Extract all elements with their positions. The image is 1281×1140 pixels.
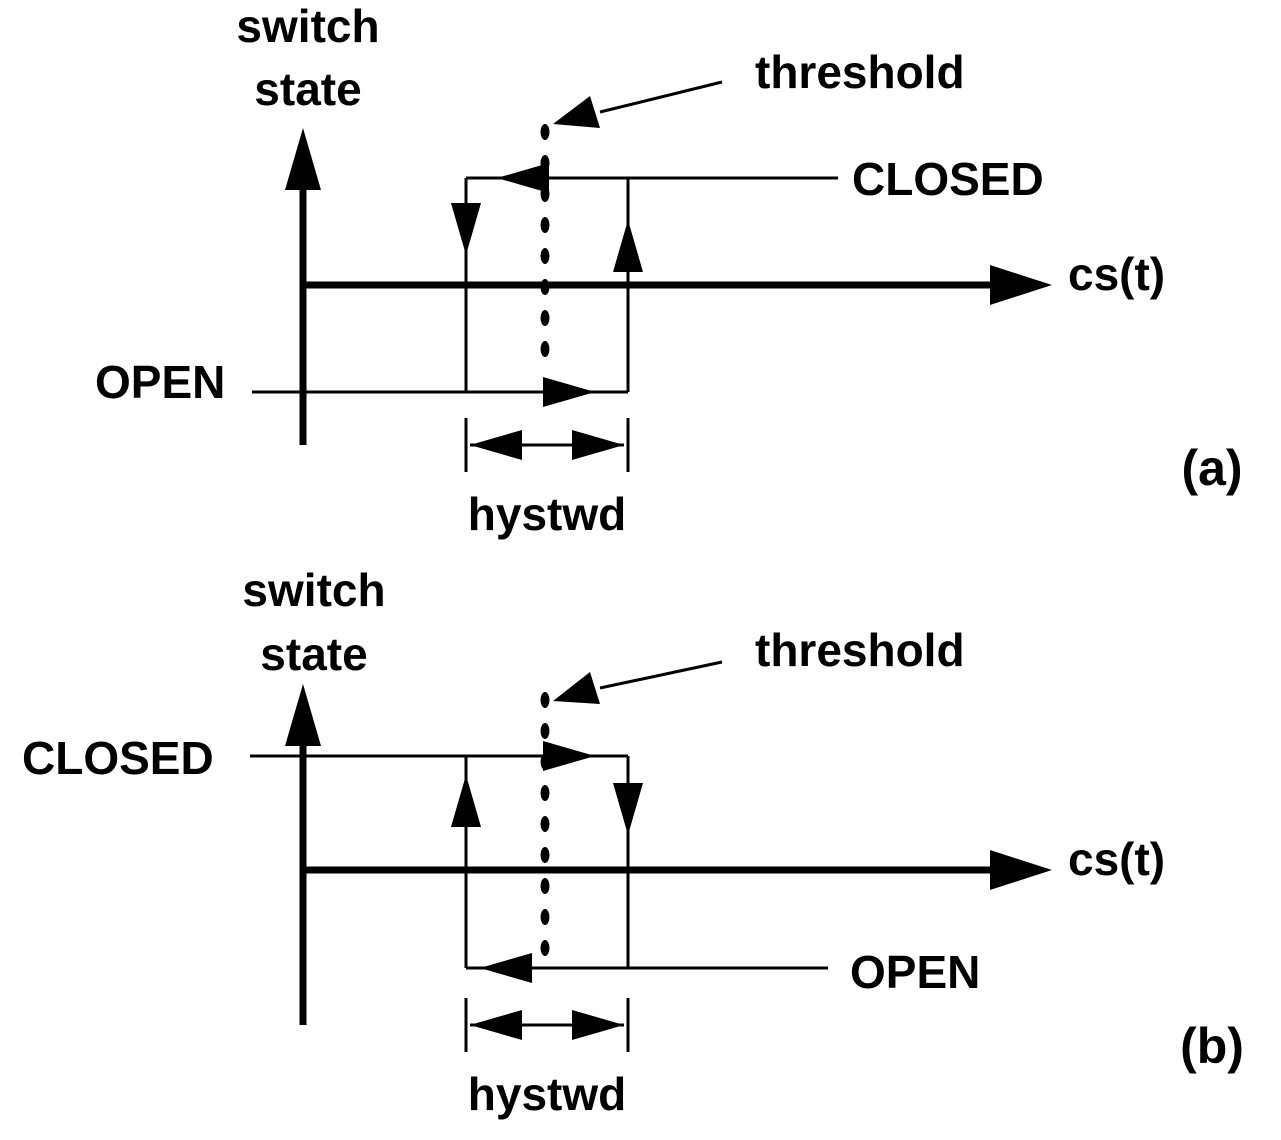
closed-path-arrowhead-b [543, 741, 595, 771]
threshold-line-a [540, 124, 550, 357]
threshold-pointer-a [599, 80, 723, 114]
closed-label-b: CLOSED [22, 732, 214, 784]
open-label-b: OPEN [850, 946, 980, 998]
fall-edge-arrowhead-b [613, 783, 643, 835]
threshold-label-a: threshold [755, 46, 965, 98]
y-axis-label-b-line1: switch [242, 564, 385, 616]
hystwd-label-b: hystwd [468, 1068, 626, 1120]
panel-a: switch state cs(t) OPEN CLOSED [95, 0, 1243, 540]
fall-edge-arrowhead-a [451, 203, 481, 255]
y-axis-arrowhead-a [285, 128, 321, 190]
x-axis-arrowhead-a [990, 265, 1052, 305]
closed-path-arrowhead-a [497, 163, 549, 193]
x-axis-arrowhead-b [990, 850, 1052, 890]
x-axis-label-a: cs(t) [1068, 248, 1165, 300]
open-path-arrowhead-a [543, 377, 595, 407]
hystwd-arrowhead-left-a [470, 430, 522, 460]
y-axis-label-a-line2: state [254, 63, 361, 115]
y-axis-arrowhead-b [285, 684, 321, 746]
panel-label-b: (b) [1180, 1018, 1244, 1074]
hystwd-arrowhead-right-a [572, 430, 624, 460]
hystwd-arrowhead-left-b [470, 1010, 522, 1040]
panel-b: switch state cs(t) CLOSED OPEN [22, 564, 1244, 1120]
threshold-pointer-arrowhead-a [553, 96, 600, 128]
y-axis-label-b-line2: state [260, 628, 367, 680]
threshold-pointer-b [599, 660, 723, 690]
hystwd-label-a: hystwd [468, 488, 626, 540]
open-label-a: OPEN [95, 356, 225, 408]
threshold-pointer-arrowhead-b [553, 672, 600, 704]
panel-label-a: (a) [1181, 440, 1242, 496]
rise-edge-arrowhead-b [451, 775, 481, 827]
open-path-arrowhead-b [480, 953, 532, 983]
x-axis-label-b: cs(t) [1068, 833, 1165, 885]
y-axis-label-a-line1: switch [236, 0, 379, 52]
hystwd-arrowhead-right-b [572, 1010, 624, 1040]
threshold-label-b: threshold [755, 624, 965, 676]
closed-label-a: CLOSED [852, 153, 1044, 205]
rise-edge-arrowhead-a [613, 220, 643, 272]
threshold-line-b [540, 692, 550, 956]
